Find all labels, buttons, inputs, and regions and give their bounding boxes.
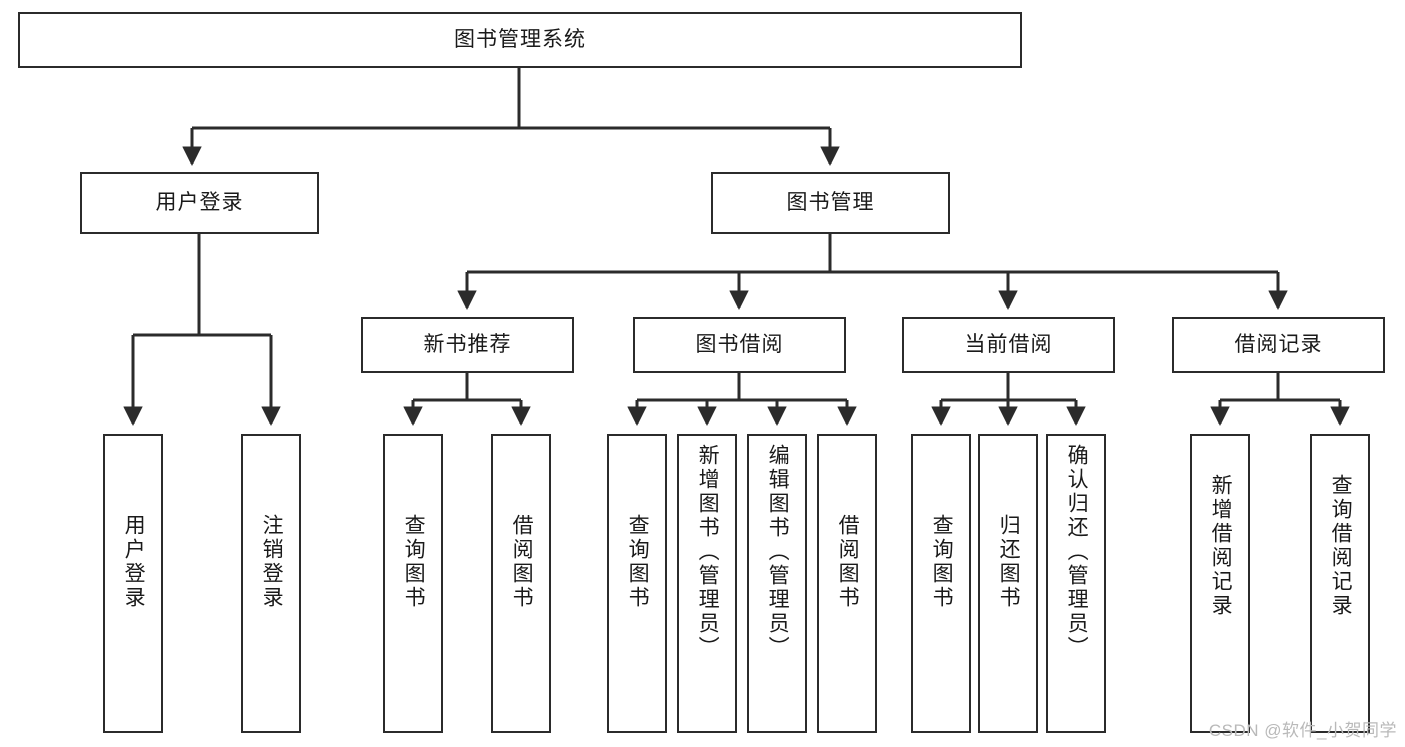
node-borrow-record[interactable]: 借阅记录 <box>1172 317 1385 373</box>
node-leaf-query-record[interactable]: 查询借阅记录 <box>1310 434 1370 733</box>
node-leaf-borrow-book-2[interactable]: 借阅图书 <box>817 434 877 733</box>
node-user-login[interactable]: 用户登录 <box>80 172 319 234</box>
node-leaf-user-login-label: 用户登录 <box>122 514 146 610</box>
node-leaf-query-book-3[interactable]: 查询图书 <box>911 434 971 733</box>
node-leaf-edit-book-label: 编辑图书（管理员） <box>766 444 790 660</box>
node-leaf-add-record[interactable]: 新增借阅记录 <box>1190 434 1250 733</box>
node-leaf-add-book[interactable]: 新增图书（管理员） <box>677 434 737 733</box>
node-current-borrow[interactable]: 当前借阅 <box>902 317 1115 373</box>
node-current-borrow-label: 当前借阅 <box>964 333 1053 357</box>
node-leaf-return-book[interactable]: 归还图书 <box>978 434 1038 733</box>
node-leaf-edit-book[interactable]: 编辑图书（管理员） <box>747 434 807 733</box>
node-leaf-return-book-label: 归还图书 <box>997 514 1021 610</box>
node-leaf-add-book-label: 新增图书（管理员） <box>696 444 720 660</box>
node-leaf-confirm-return-label: 确认归还（管理员） <box>1065 444 1089 660</box>
node-user-login-label: 用户登录 <box>155 191 244 215</box>
node-leaf-query-book-1[interactable]: 查询图书 <box>383 434 443 733</box>
node-leaf-query-book-2[interactable]: 查询图书 <box>607 434 667 733</box>
node-root-label: 图书管理系统 <box>454 28 586 52</box>
node-new-book-rec[interactable]: 新书推荐 <box>361 317 574 373</box>
node-leaf-query-book-3-label: 查询图书 <box>930 514 954 610</box>
node-leaf-query-book-1-label: 查询图书 <box>402 514 426 610</box>
node-book-manage[interactable]: 图书管理 <box>711 172 950 234</box>
node-leaf-borrow-book-2-label: 借阅图书 <box>836 514 860 610</box>
node-leaf-add-record-label: 新增借阅记录 <box>1209 474 1233 618</box>
node-leaf-logout-login-label: 注销登录 <box>260 514 284 610</box>
node-new-book-rec-label: 新书推荐 <box>423 333 512 357</box>
node-borrow-record-label: 借阅记录 <box>1234 333 1323 357</box>
node-leaf-query-book-2-label: 查询图书 <box>626 514 650 610</box>
node-leaf-confirm-return[interactable]: 确认归还（管理员） <box>1046 434 1106 733</box>
node-root[interactable]: 图书管理系统 <box>18 12 1022 68</box>
node-leaf-logout-login[interactable]: 注销登录 <box>241 434 301 733</box>
node-leaf-query-record-label: 查询借阅记录 <box>1329 474 1353 618</box>
node-book-borrow-label: 图书借阅 <box>695 333 784 357</box>
node-book-borrow[interactable]: 图书借阅 <box>633 317 846 373</box>
watermark-text: CSDN @软件_小贺同学 <box>1208 721 1397 740</box>
node-leaf-user-login[interactable]: 用户登录 <box>103 434 163 733</box>
node-leaf-borrow-book-1-label: 借阅图书 <box>510 514 534 610</box>
node-leaf-borrow-book-1[interactable]: 借阅图书 <box>491 434 551 733</box>
node-book-manage-label: 图书管理 <box>786 191 875 215</box>
